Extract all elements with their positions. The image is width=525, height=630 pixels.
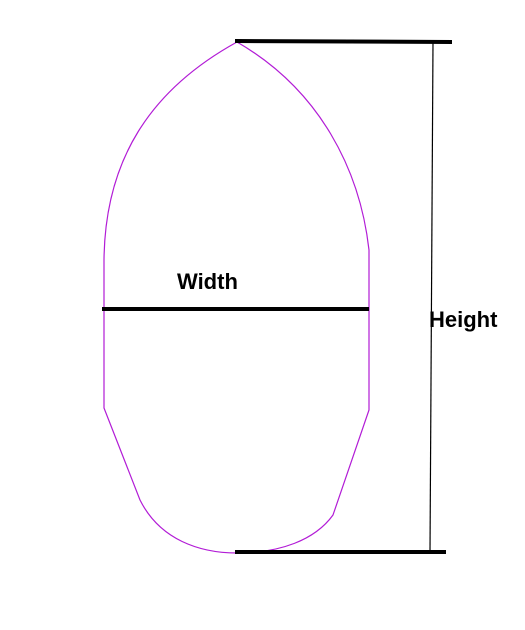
height-label: Height (429, 307, 498, 332)
height-dimension-line (429, 41, 434, 553)
width-label: Width (177, 269, 238, 294)
egg-shape-outline (103, 41, 370, 554)
top-boundary-line (234, 39, 453, 44)
